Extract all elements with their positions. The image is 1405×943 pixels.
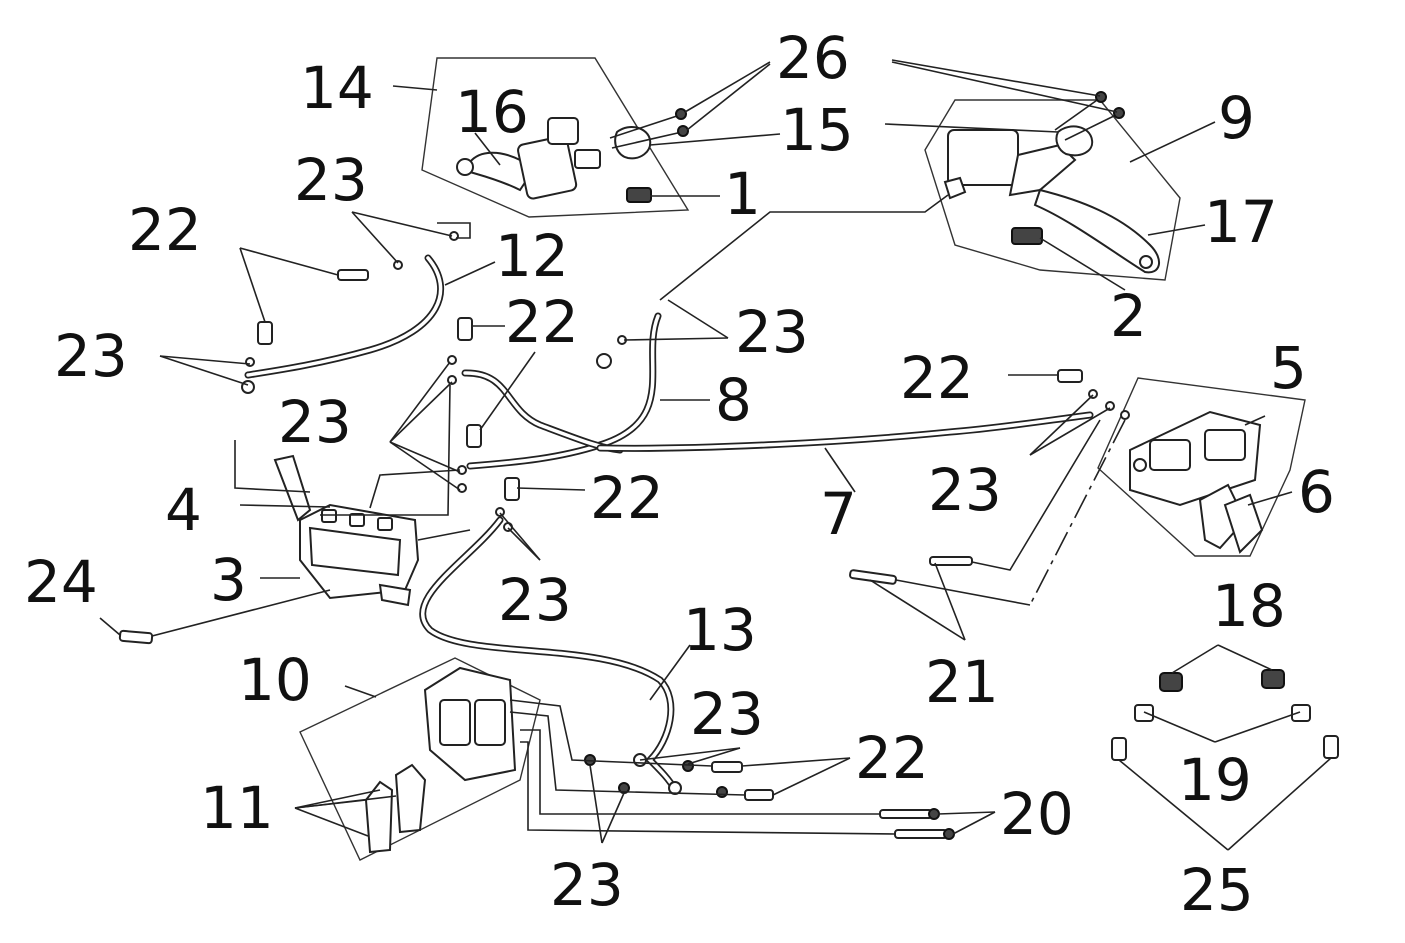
callout-18: 18 (1212, 572, 1286, 640)
hose-13 (419, 516, 679, 794)
callout-15: 15 (780, 96, 854, 164)
group-box-10-rear-caliper (299, 657, 541, 861)
callout-5: 5 (1270, 334, 1307, 402)
callout-23-right: 23 (928, 456, 1002, 524)
callout-23-middle: 23 (278, 388, 352, 456)
callout-23-lower-middle: 23 (498, 566, 572, 634)
rubber-18 (1159, 669, 1285, 692)
callout-16: 16 (455, 78, 529, 146)
callout-22-lower-middle: 22 (590, 464, 664, 532)
callout-23-lower: 23 (690, 680, 764, 748)
callout-23-bottom: 23 (550, 851, 624, 919)
brake-pads-6 (1198, 483, 1264, 554)
callout-23-right-of-8: 23 (735, 298, 809, 366)
callout-10: 10 (238, 646, 312, 714)
banjo-bolt-22-g (711, 761, 774, 801)
callout-17: 17 (1204, 188, 1278, 256)
group-box-5-front-caliper (1097, 377, 1306, 557)
front-master-cylinder-9 (943, 129, 1077, 200)
callout-21: 21 (925, 648, 999, 716)
callout-22-lower: 22 (855, 724, 929, 792)
collar-19 (1134, 704, 1311, 722)
callout-13: 13 (683, 596, 757, 664)
switch-1 (626, 187, 652, 203)
banjo-bolt-22-f (1057, 369, 1083, 383)
callout-22-middle: 22 (505, 288, 579, 356)
callout-24: 24 (24, 548, 98, 616)
callout-22-top-left: 22 (128, 196, 202, 264)
callout-22-right: 22 (900, 344, 974, 412)
callout-8: 8 (715, 366, 752, 434)
hose-8 (466, 312, 662, 470)
lever-17 (1033, 188, 1160, 274)
callout-2: 2 (1110, 282, 1147, 350)
banjo-bolt-22-e (504, 477, 520, 501)
callout-12: 12 (495, 222, 569, 290)
callout-3: 3 (210, 546, 247, 614)
banjo-bolt-22-a (337, 269, 369, 281)
callout-11: 11 (200, 774, 274, 842)
hose-12 (244, 254, 445, 379)
bolts-26-right (1054, 91, 1125, 141)
callout-20: 20 (1000, 780, 1074, 848)
bolts-26-left (609, 108, 689, 149)
switch-2 (1011, 227, 1043, 245)
hose-7 (596, 411, 1094, 452)
bolt-24 (118, 629, 154, 645)
callout-6: 6 (1298, 458, 1335, 526)
leader-lines (99, 59, 1332, 851)
callout-26: 26 (776, 24, 850, 92)
front-caliper-5 (1129, 410, 1262, 507)
callout-4: 4 (165, 476, 202, 544)
callout-23-left: 23 (54, 322, 128, 390)
callout-23-top: 23 (294, 146, 368, 214)
group-box-14-rear-master-cylinder (421, 57, 690, 218)
callout-25: 25 (1180, 856, 1254, 924)
clamp-15-front (1055, 125, 1094, 157)
callout-1: 1 (724, 160, 761, 228)
callout-9: 9 (1218, 84, 1255, 152)
bolts-21 (849, 556, 973, 585)
callout-7: 7 (820, 480, 857, 548)
hose-4-junction (461, 369, 624, 454)
banjo-bolt-22-c (457, 317, 473, 341)
callout-19: 19 (1178, 746, 1252, 814)
banjo-bolt-22-d (466, 424, 482, 448)
rear-caliper-10 (423, 666, 517, 782)
banjo-bolt-22-b (257, 321, 273, 345)
brake-pads-11 (364, 763, 427, 854)
rear-master-cylinder-16 (456, 117, 601, 200)
bracket-4 (273, 454, 312, 522)
callout-14: 14 (300, 54, 374, 122)
hydraulic-unit-3 (299, 503, 420, 607)
